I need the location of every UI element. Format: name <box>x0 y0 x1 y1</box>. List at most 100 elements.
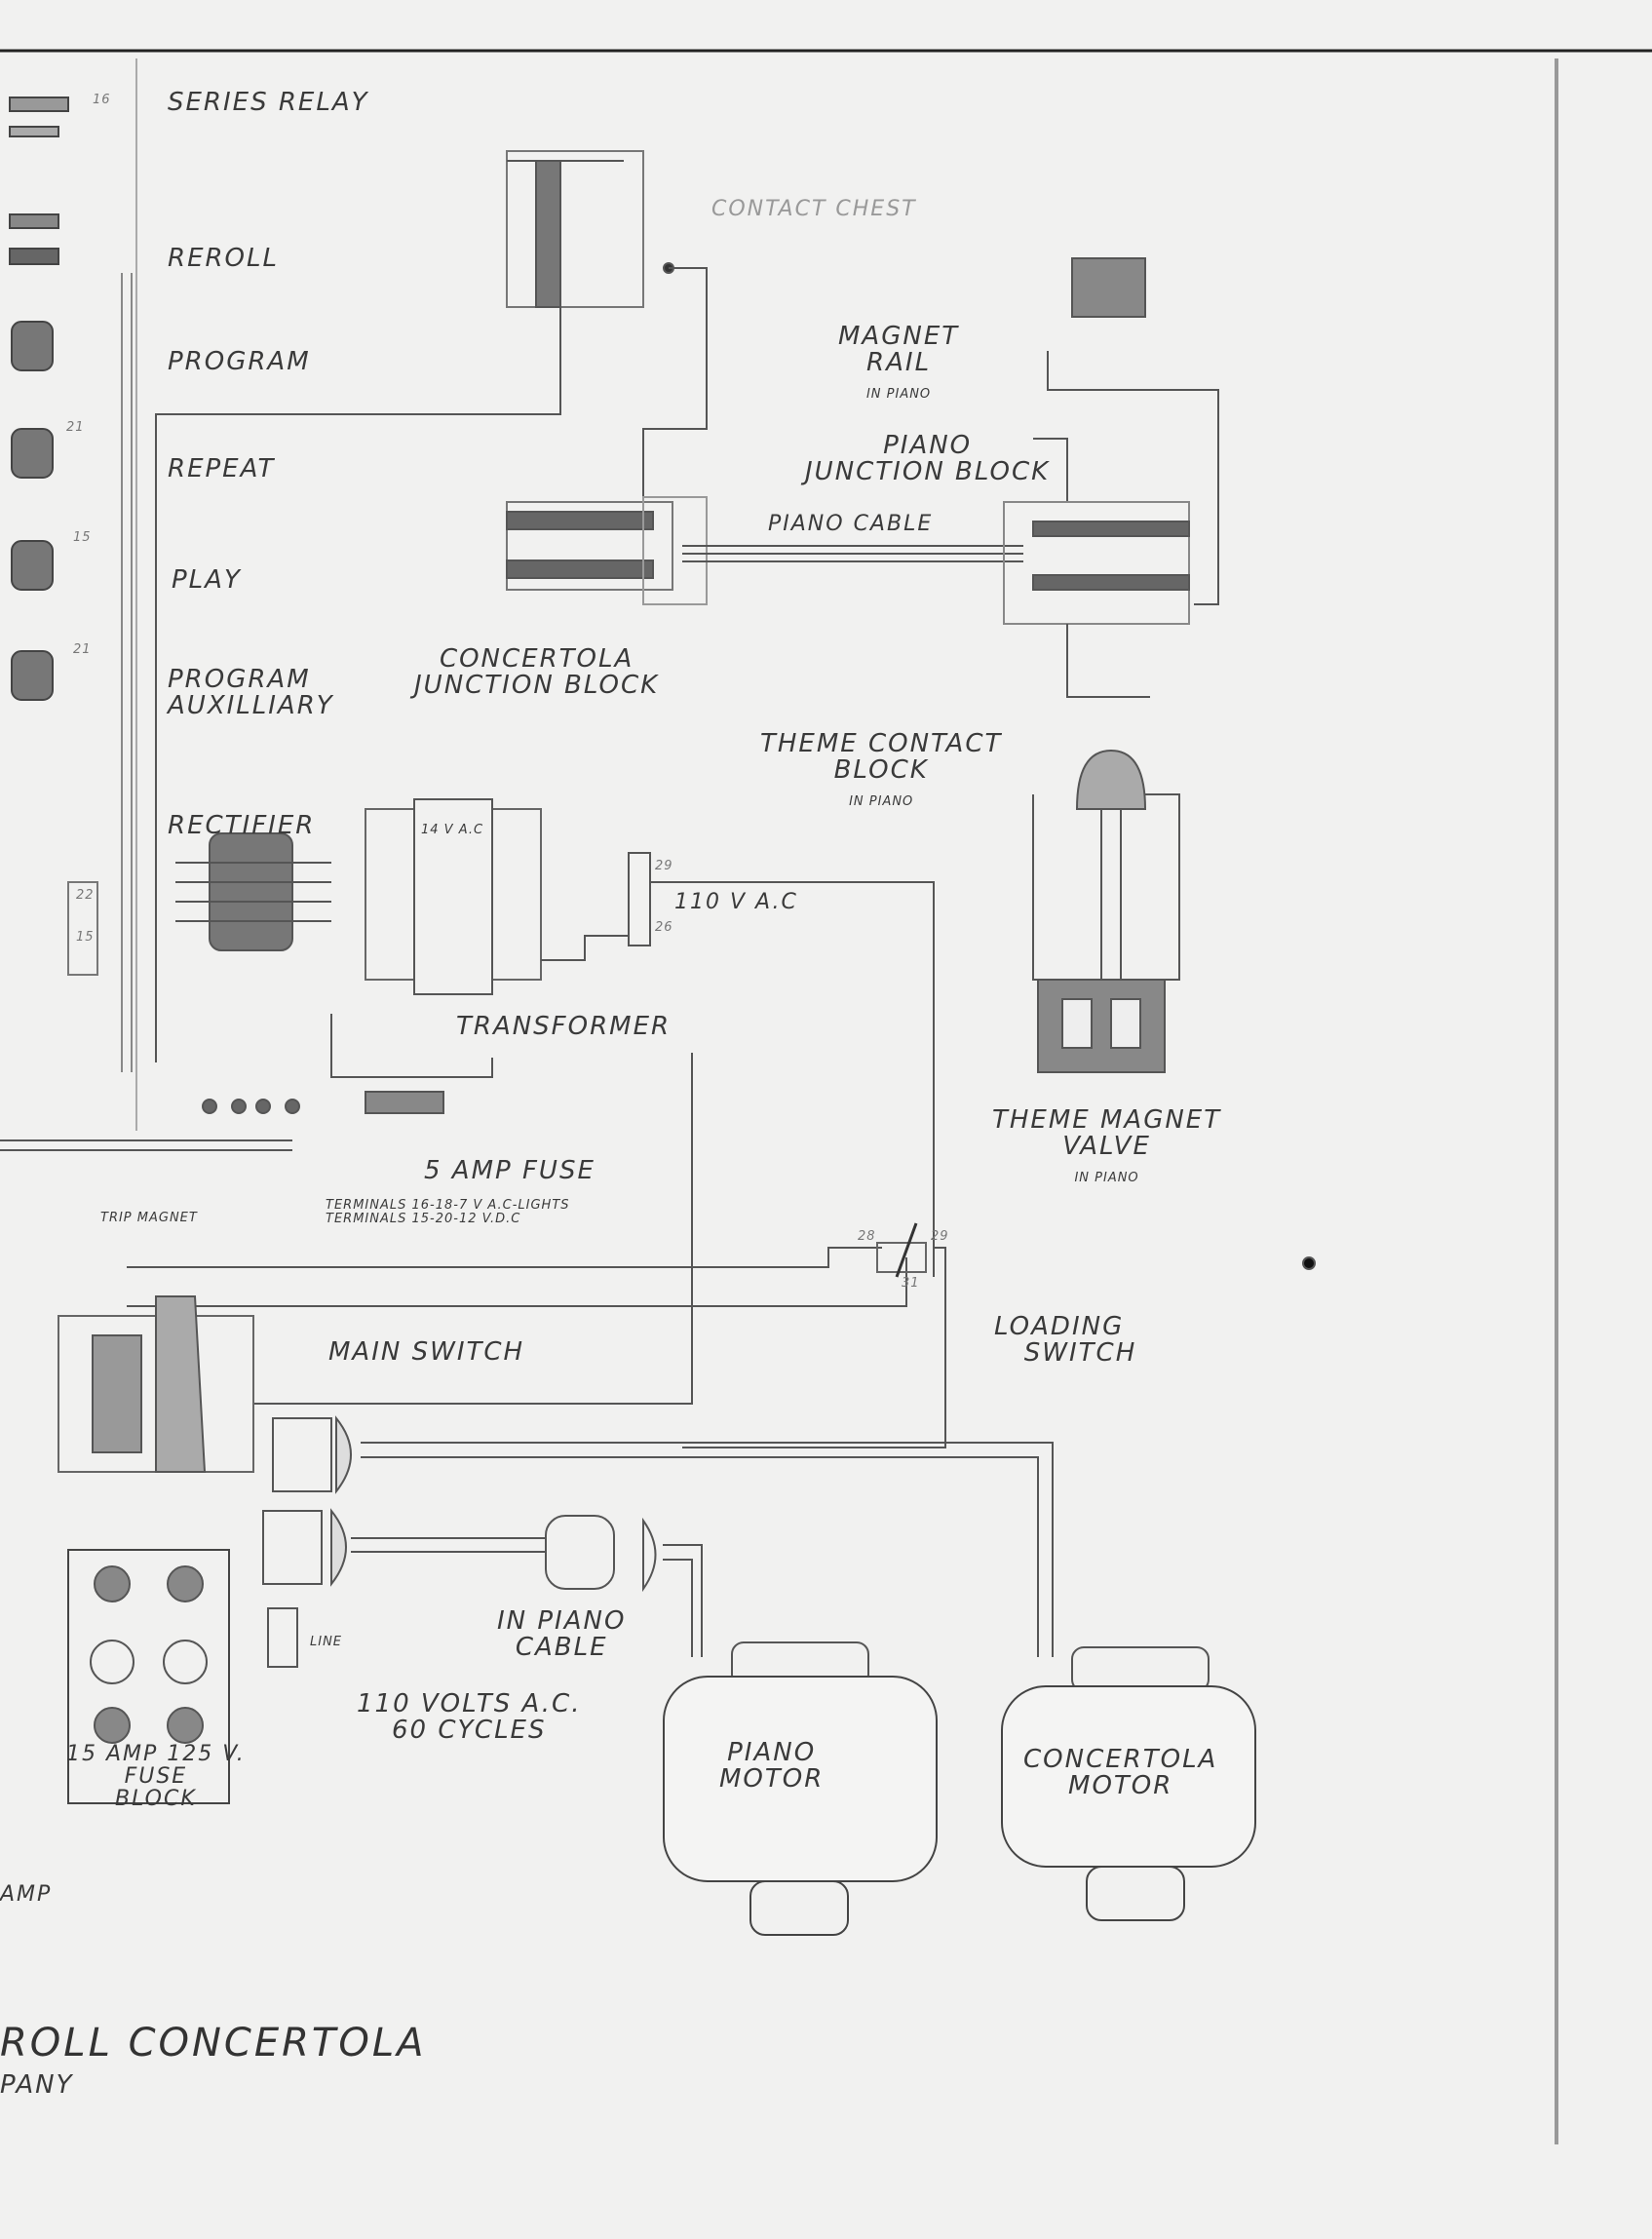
contact-chest <box>155 150 708 1062</box>
piano-cable-lines <box>682 545 1023 562</box>
five-amp-fuse <box>365 1091 444 1114</box>
label-line: JUNCTION BLOCK <box>414 671 660 701</box>
rectifier <box>175 832 331 951</box>
transformer <box>365 798 542 995</box>
loading-switch <box>876 1242 927 1273</box>
label-line: CABLE <box>515 1633 608 1663</box>
label-series-relay: SERIES RELAY <box>168 88 369 117</box>
terminal-number: 31 <box>902 1276 920 1291</box>
terminal-number: 29 <box>931 1229 949 1244</box>
label-line: MOTOR <box>719 1764 825 1795</box>
label-line: MAGNET <box>838 322 960 351</box>
label-line: IN PIANO <box>497 1606 627 1636</box>
relay-program <box>11 321 54 371</box>
label-line: TERMINALS 15-20-12 V.D.C <box>326 1211 521 1226</box>
label-line: RAIL <box>866 348 932 378</box>
label-line: IN PIANO <box>1074 1170 1139 1185</box>
terminal-number: 15 <box>73 530 92 545</box>
label-line: AUXILLIARY <box>168 691 334 721</box>
relay-play <box>11 540 54 591</box>
label-line: THEME MAGNET <box>992 1105 1222 1135</box>
label-line: TERMINALS 16-18-7 V A.C-LIGHTS <box>326 1198 570 1213</box>
regulator-box <box>67 881 98 976</box>
label-line: LOADING <box>994 1312 1125 1341</box>
label-line: PROGRAM <box>168 665 311 694</box>
terminal-number: 29 <box>655 859 673 873</box>
label-line: PIANO <box>727 1738 817 1767</box>
label-line: MOTOR <box>1068 1771 1173 1801</box>
relay-program-aux <box>11 650 54 701</box>
label-contact-chest: CONTACT CHEST <box>711 197 917 221</box>
terminal-number: 28 <box>858 1229 876 1244</box>
ac-terminal-block <box>628 852 651 946</box>
label-line: 110 VOLTS A.C. <box>357 1689 582 1718</box>
label-piano-cable: PIANO CABLE <box>768 512 934 536</box>
relay-series <box>9 97 69 137</box>
piano-motor <box>663 1641 938 1936</box>
label-line: 60 CYCLES <box>391 1716 547 1746</box>
drawing-subtitle: PANY <box>0 2070 74 2100</box>
punch-dot <box>1302 1256 1316 1270</box>
label-program: PROGRAM <box>168 347 311 376</box>
label-line: BLOCK <box>115 1787 197 1812</box>
piano-junction-block <box>1003 501 1190 698</box>
terminal-number: 21 <box>73 642 92 657</box>
label-transformer: TRANSFORMER <box>456 1012 672 1041</box>
label-line: VALVE <box>1062 1132 1151 1162</box>
label-line: LINE <box>310 1635 343 1649</box>
drawing-title: ROLL CONCERTOLA <box>0 2021 427 2065</box>
label-line: PIANO <box>883 431 973 460</box>
terminal-number: 16 <box>93 93 111 107</box>
theme-magnet-valve <box>1037 979 1166 1073</box>
line-plug <box>267 1607 298 1668</box>
magnet-rail <box>1071 257 1146 318</box>
relay-repeat <box>11 428 54 479</box>
label-5-amp-fuse: 5 AMP FUSE <box>424 1156 595 1185</box>
label-line: SWITCH <box>1023 1338 1137 1369</box>
label-line: IN PIANO <box>849 793 914 809</box>
relay-reroll <box>9 213 59 265</box>
label-rectifier: RECTIFIER <box>168 811 316 840</box>
label-line: CONCERTOLA <box>439 644 634 674</box>
label-trip-magnet: TRIP MAGNET <box>100 1211 198 1225</box>
piano-plug <box>262 1508 703 1657</box>
label-line: FUSE <box>124 1764 188 1790</box>
concertola-plug <box>272 1415 1054 1657</box>
terminal-number: 26 <box>655 920 673 935</box>
fuse-wire <box>330 1014 493 1078</box>
label-line: BLOCK <box>833 755 929 786</box>
terminal-strip <box>202 1099 300 1114</box>
label-transformer-rating: 14 V A.C <box>421 823 484 837</box>
relay-column <box>9 58 137 1131</box>
label-line: THEME CONTACT <box>760 729 1003 758</box>
concertola-junction-block <box>506 496 708 605</box>
label-110-volts: 110 VOLTS A.C.60 CYCLES <box>357 1689 582 1746</box>
terminal-number: 22 <box>76 888 95 903</box>
fuse-block <box>67 1549 230 1804</box>
label-amp-fragment: AMP <box>0 1882 53 1907</box>
label-loading-switch: LOADING SWITCH <box>994 1312 1137 1369</box>
label-line: 15 AMP 125 V. <box>66 1742 246 1766</box>
main-switch <box>58 1295 254 1473</box>
label-line: CONCERTOLA <box>1023 1745 1218 1774</box>
terminal-number: 21 <box>66 420 85 435</box>
terminal-number: 15 <box>76 930 95 945</box>
label-110vac: 110 V A.C <box>674 890 798 914</box>
label-reroll: REROLL <box>168 244 279 273</box>
label-main-switch: MAIN SWITCH <box>328 1337 525 1367</box>
theme-contact-block <box>1032 749 1180 981</box>
label-repeat: REPEAT <box>168 454 276 483</box>
